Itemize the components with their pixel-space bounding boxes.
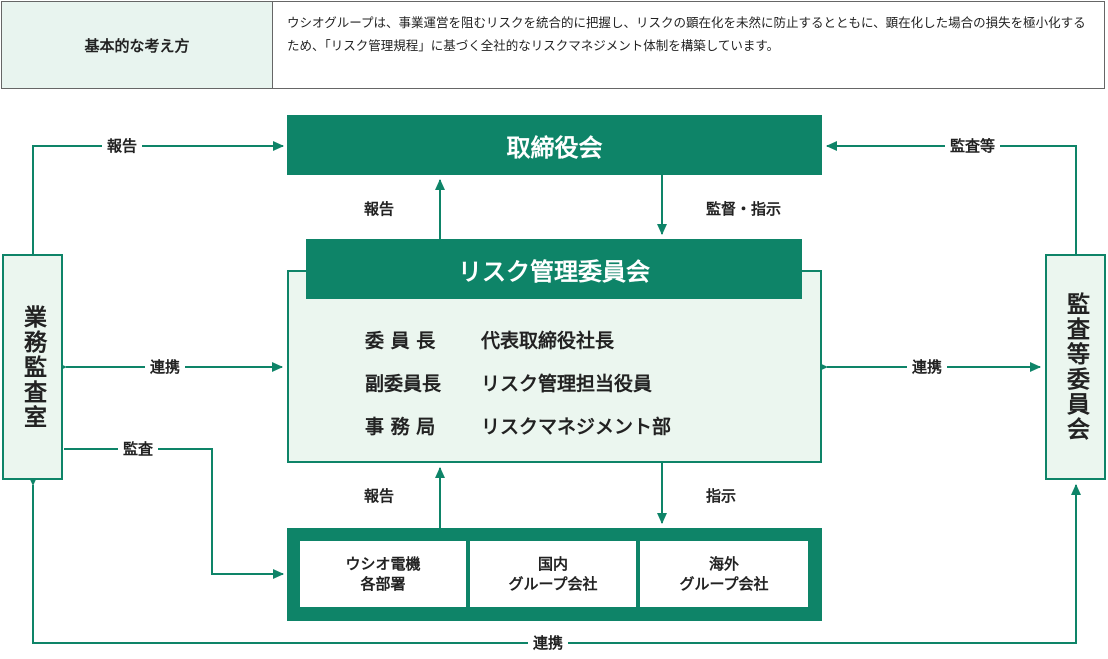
member-row-chair: 委 員 長 代表取締役社長 bbox=[365, 318, 671, 361]
unit-ushio-departments: ウシオ電機 各部署 bbox=[300, 541, 466, 607]
label-report-from-units: 報告 bbox=[364, 487, 395, 505]
label-instruct: 指示 bbox=[706, 487, 737, 505]
member-row-secretariat: 事 務 局 リスクマネジメント部 bbox=[365, 404, 671, 447]
unit-domestic-group: 国内 グループ会社 bbox=[470, 541, 636, 607]
internal-audit-office: 業務監査室 bbox=[2, 254, 63, 480]
label-link-left: 連携 bbox=[145, 358, 186, 376]
label-link-right: 連携 bbox=[907, 358, 948, 376]
member-person: リスクマネジメント部 bbox=[481, 416, 672, 438]
label-link-bottom: 連携 bbox=[528, 634, 569, 652]
member-person: リスク管理担当役員 bbox=[481, 373, 653, 395]
member-person: 代表取締役社長 bbox=[481, 330, 615, 352]
board-of-directors: 取締役会 bbox=[287, 115, 822, 175]
audit-committee-label: 監査等委員会 bbox=[1062, 292, 1089, 442]
member-role: 副委員長 bbox=[365, 373, 442, 395]
label-report-top-left: 報告 bbox=[102, 137, 143, 155]
audit-committee: 監査等委員会 bbox=[1045, 254, 1106, 480]
policy-label: 基本的な考え方 bbox=[2, 2, 273, 88]
internal-audit-label: 業務監査室 bbox=[19, 304, 46, 430]
line-report-top-left bbox=[32, 141, 284, 254]
label-supervise: 監督・指示 bbox=[706, 200, 782, 218]
line-audit-top-right bbox=[826, 141, 1077, 254]
risk-committee-title: リスク管理委員会 bbox=[306, 239, 802, 299]
label-audit-left: 監査 bbox=[118, 440, 159, 458]
label-report-to-board: 報告 bbox=[364, 200, 395, 218]
risk-committee-members: 委 員 長 代表取締役社長 副委員長 リスク管理担当役員 事 務 局 リスクマネ… bbox=[365, 318, 671, 447]
policy-table: 基本的な考え方 ウシオグループは、事業運営を阻むリスクを統合的に把握し、リスクの… bbox=[1, 1, 1105, 89]
line-audit-left bbox=[64, 448, 284, 579]
member-role: 委 員 長 bbox=[365, 330, 436, 352]
label-audit-top-right: 監査等 bbox=[945, 137, 1001, 155]
member-row-vice-chair: 副委員長 リスク管理担当役員 bbox=[365, 361, 671, 404]
policy-text: ウシオグループは、事業運営を阻むリスクを統合的に把握し、リスクの顕在化を未然に防… bbox=[287, 15, 1086, 53]
unit-overseas-group: 海外 グループ会社 bbox=[640, 541, 808, 607]
member-role: 事 務 局 bbox=[365, 416, 436, 438]
